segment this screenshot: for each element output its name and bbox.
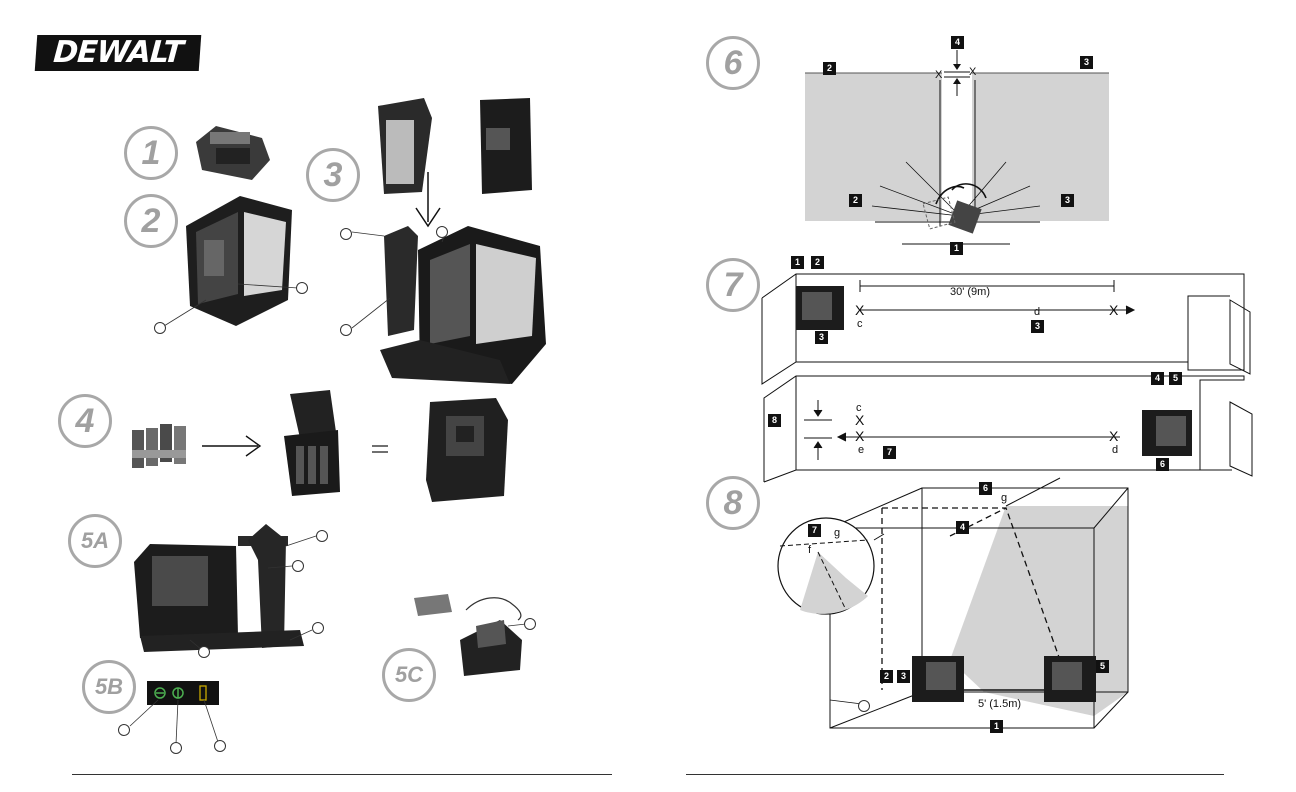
- fig8-marker: 6: [979, 482, 992, 495]
- step-2-badge: 2: [124, 194, 178, 248]
- battery-pack-image: [196, 126, 270, 180]
- fig8-distance-label: 5' (1.5m): [978, 698, 1021, 710]
- fig8-label-g: g: [834, 527, 840, 539]
- fig7-label-e: e: [858, 444, 864, 456]
- fig8-label-g: g: [1001, 492, 1007, 504]
- fig7-marker: 1: [791, 256, 804, 269]
- fig7-marker: 3: [815, 331, 828, 344]
- step-5b-badge: 5B: [82, 660, 136, 714]
- fig8-marker: 2: [880, 670, 893, 683]
- callout-circle: [296, 282, 308, 294]
- fig6-marker: 4: [951, 36, 964, 49]
- callout-circle: [436, 226, 448, 238]
- fig7-x-mark: X: [855, 428, 864, 444]
- fig6-marker: 3: [1061, 194, 1074, 207]
- callout-circle: [214, 740, 226, 752]
- fig7-distance-label: 30' (9m): [950, 286, 990, 298]
- left-page-footer-rule: [72, 774, 612, 775]
- fig7-marker: 3: [1031, 320, 1044, 333]
- fig7-label-c: c: [857, 318, 863, 330]
- fig8-marker: 1: [990, 720, 1003, 733]
- battery-back-image: [480, 98, 532, 194]
- fig7-marker: 7: [883, 446, 896, 459]
- fig8-marker: 5: [1096, 660, 1109, 673]
- step-5c-badge: 5C: [382, 648, 436, 702]
- fig6-marker: 2: [849, 194, 862, 207]
- callout-circle: [292, 560, 304, 572]
- fig8-laser-tool-left: [912, 656, 964, 702]
- battery-front-image: [378, 98, 432, 194]
- fig7-x-mark: X: [855, 412, 864, 428]
- fig7-x-mark: X: [1109, 428, 1118, 444]
- step-8-badge: 8: [706, 476, 760, 530]
- fig8-marker: 3: [897, 670, 910, 683]
- fig6-marker: 2: [823, 62, 836, 75]
- step-1-badge: 1: [124, 126, 178, 180]
- laser-tool-with-bracket-image: [380, 226, 546, 384]
- fig8-laser-tool-right: [1044, 656, 1096, 702]
- step-3-badge: 3: [306, 148, 360, 202]
- callout-circle: [118, 724, 130, 736]
- callout-circle: [316, 530, 328, 542]
- fig7-laser-tool-bottom: [1142, 410, 1192, 456]
- fig7-label-d: d: [1112, 444, 1118, 456]
- fig6-marker: 1: [950, 242, 963, 255]
- fig7-marker: 5: [1169, 372, 1182, 385]
- equals-sign: =: [370, 434, 371, 435]
- callout-circle: [340, 228, 352, 240]
- aa-batteries-image: [132, 424, 186, 468]
- led-indicator-panel: [147, 681, 219, 705]
- callout-circle: [340, 324, 352, 336]
- step-4-badge: 4: [58, 394, 112, 448]
- callout-circle: [312, 622, 324, 634]
- fig7-marker: 8: [768, 414, 781, 427]
- fig7-x-mark: X: [855, 302, 864, 318]
- laser-tool-side-bracket-image: [134, 524, 304, 652]
- fig7-marker: 4: [1151, 372, 1164, 385]
- fig8-marker: 4: [956, 521, 969, 534]
- callout-circle: [858, 700, 870, 712]
- fig7-label-d: d: [1034, 306, 1040, 318]
- step-7-badge: 7: [706, 258, 760, 312]
- figure-6-diagram: [805, 50, 1109, 244]
- step-6-badge: 6: [706, 36, 760, 90]
- callout-circle: [524, 618, 536, 630]
- fig7-x-mark: X: [1109, 302, 1118, 318]
- fig7-marker: 6: [1156, 458, 1169, 471]
- fig6-x-mark: X: [969, 66, 976, 78]
- laser-tool-with-battery-image: [186, 196, 292, 326]
- fig8-label-f: f: [808, 544, 811, 556]
- callout-circle: [198, 646, 210, 658]
- right-page-footer-rule: [686, 774, 1224, 775]
- fig8-marker: 7: [808, 524, 821, 537]
- fig6-marker: 3: [1080, 56, 1093, 69]
- callout-circle: [154, 322, 166, 334]
- aa-battery-pack-image: [284, 390, 340, 496]
- fig7-marker: 2: [811, 256, 824, 269]
- step-5a-badge: 5A: [68, 514, 122, 568]
- adapter-battery-image: [426, 398, 508, 502]
- fig6-x-mark: X: [935, 69, 942, 81]
- fig7-laser-tool-top: [796, 286, 844, 330]
- callout-circle: [170, 742, 182, 754]
